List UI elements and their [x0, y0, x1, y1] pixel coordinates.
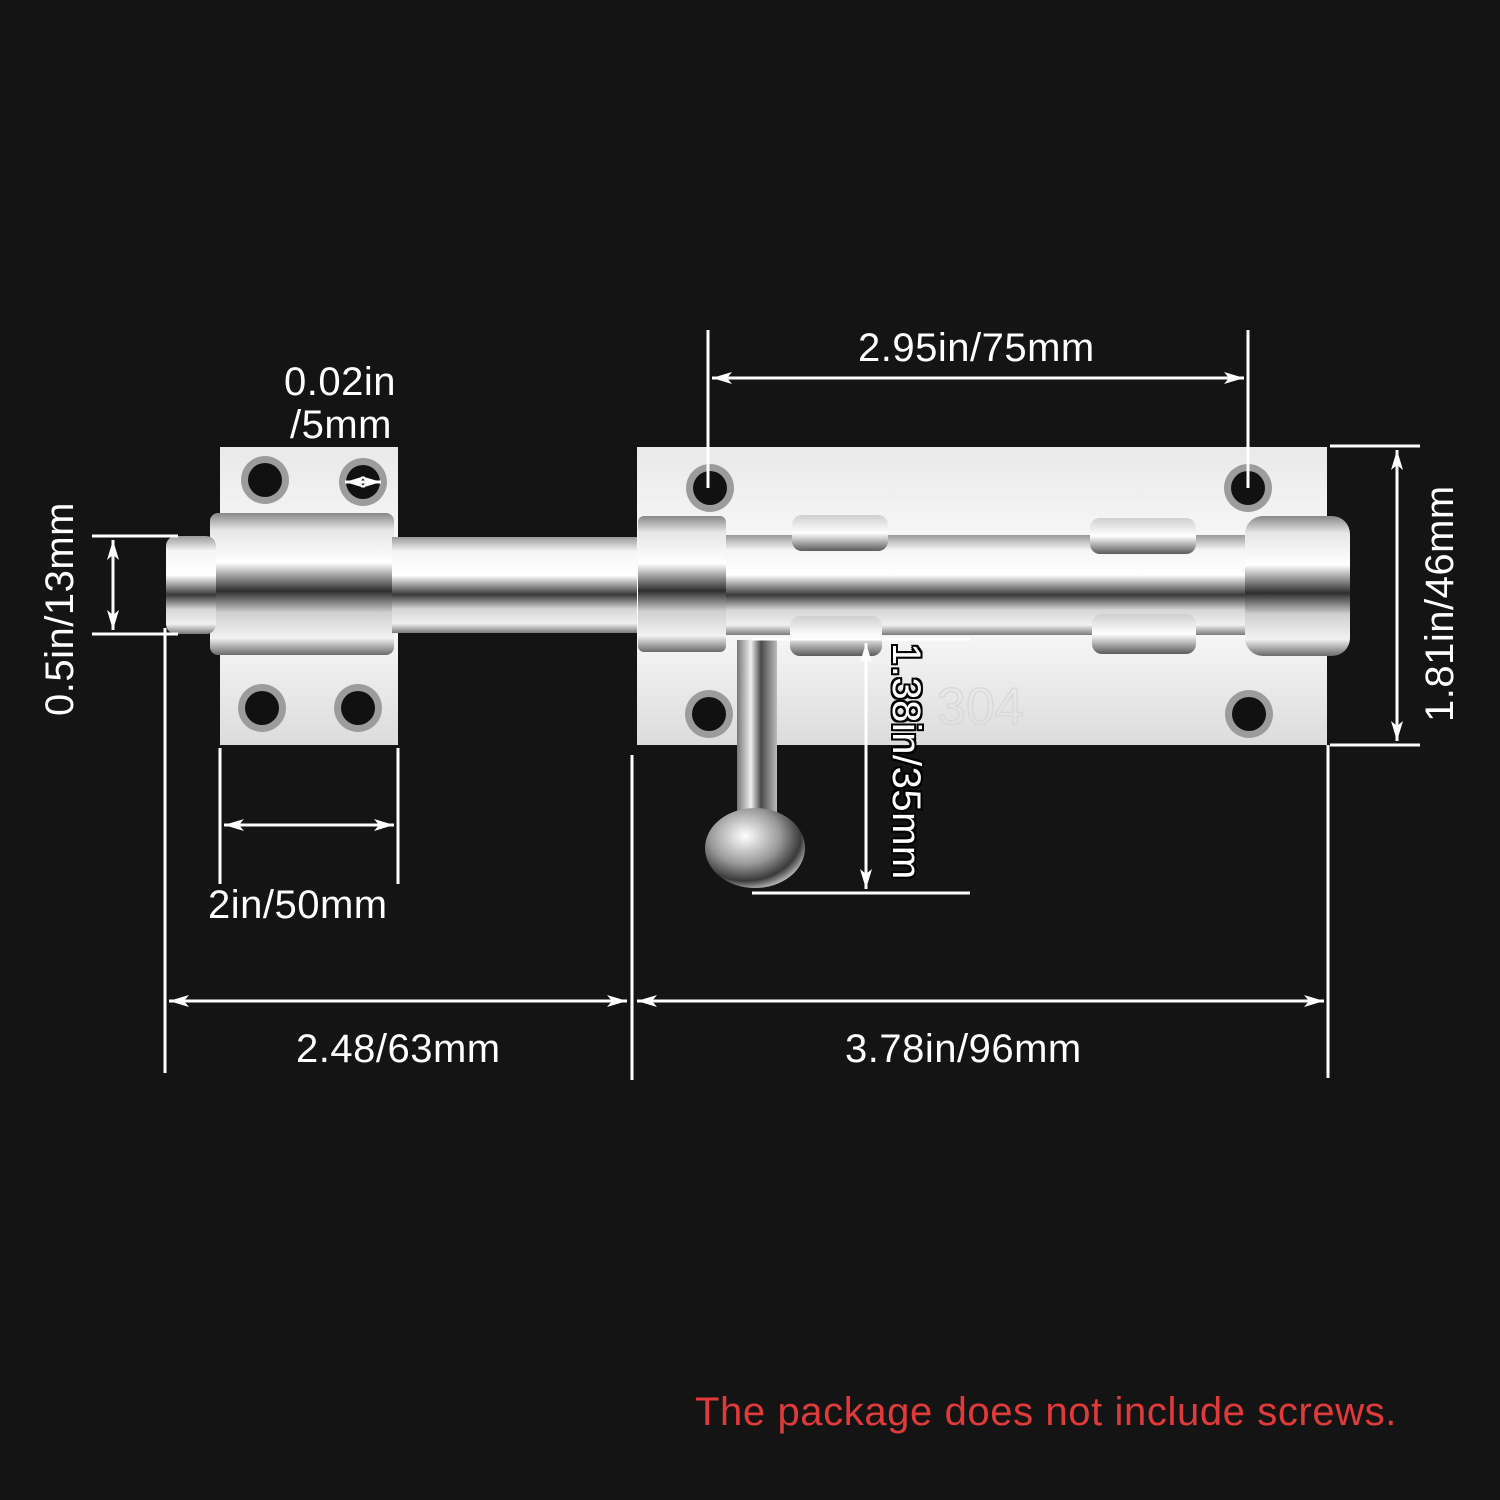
handle-length-label: 1.38in/35mm — [884, 643, 928, 880]
handle-knob — [705, 808, 805, 888]
keeper-screw-holes — [238, 456, 387, 732]
plate-height-label: 1.81in/46mm — [1418, 485, 1462, 722]
plate-length-label: 3.78in/96mm — [845, 1027, 1082, 1071]
hole-spacing-label: 2.95in/75mm — [858, 326, 1095, 370]
keeper-width-label: 2in/50mm — [208, 883, 388, 927]
keeper-bracket — [210, 447, 398, 745]
bolt-extension-label: 2.48/63mm — [296, 1027, 501, 1071]
bolt-rod — [392, 537, 644, 633]
material-stamp: 304 — [936, 678, 1024, 736]
bolt-tip — [166, 536, 216, 634]
dimension-lines — [92, 330, 1420, 1080]
bolt-handle — [737, 640, 777, 840]
no-screws-notice: The package does not include screws. — [695, 1390, 1397, 1434]
hole-diameter-label-line2: /5mm — [290, 403, 392, 447]
bolt-diameter-label: 0.5in/13mm — [38, 502, 82, 716]
hole-diameter-label-line1: 0.02in — [284, 360, 396, 404]
